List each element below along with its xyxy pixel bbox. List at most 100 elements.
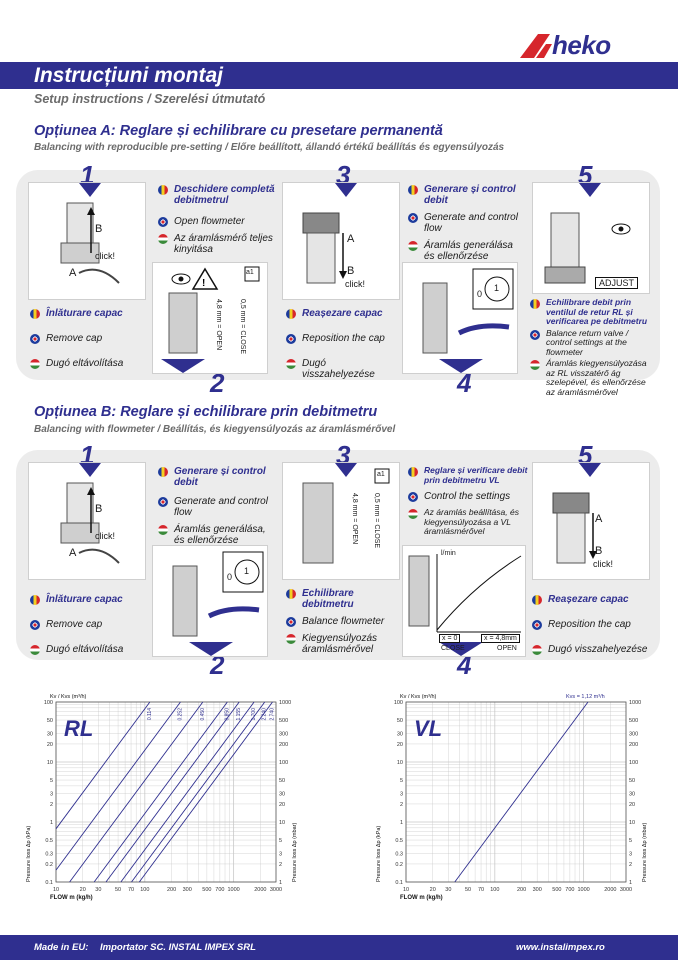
x-tick-label: 10 bbox=[53, 887, 59, 893]
step-3-label-close: 0,5 mm = CLOSE bbox=[373, 493, 380, 549]
step-4-label-1: 1 bbox=[494, 283, 500, 293]
y-right-tick-label: 300 bbox=[279, 731, 288, 737]
y-right-tick-label: 100 bbox=[629, 760, 638, 766]
uk-flag-icon bbox=[30, 620, 40, 630]
svg-text:!: ! bbox=[202, 278, 205, 289]
hungary-flag-icon bbox=[158, 234, 168, 244]
footer-importer: Importator SC. INSTAL IMPEX SRL bbox=[100, 942, 256, 953]
x-tick-label: 200 bbox=[167, 887, 176, 893]
step-4-label-open: OPEN bbox=[497, 645, 517, 652]
step-4-label-0: 0 bbox=[477, 289, 483, 299]
y-right-tick-label: 1 bbox=[629, 880, 632, 886]
option-a-title: Opțiunea A: Reglare și echilibrare cu pr… bbox=[34, 123, 443, 139]
y-right-tick-label: 20 bbox=[629, 802, 635, 808]
step-2-label-open: 4,8 mm = OPEN bbox=[215, 299, 222, 351]
step-3-label-click: click! bbox=[345, 279, 365, 289]
uk-flag-icon bbox=[158, 497, 168, 507]
option-b-step-3-illustration: a1 4,8 mm = OPEN 0,5 mm = CLOSE bbox=[282, 462, 400, 580]
y-right-tick-label: 3 bbox=[279, 851, 282, 857]
option-b-subtitle: Balancing with flowmeter / Beállítás, és… bbox=[34, 424, 396, 435]
y-axis-label-right: Pressure loss Δp (mbar) bbox=[642, 823, 648, 882]
series-label: 2.240 bbox=[262, 708, 268, 721]
chart-top-label: Kv / Kvs (m³/h) bbox=[50, 694, 87, 700]
step-3-label-open: 4,8 mm = OPEN bbox=[351, 493, 358, 545]
series-label: 2.740 bbox=[270, 708, 276, 721]
series-line bbox=[69, 701, 204, 883]
romania-flag-icon bbox=[530, 299, 540, 309]
x-tick-label: 30 bbox=[95, 887, 101, 893]
x-tick-label: 500 bbox=[552, 887, 561, 893]
x-tick-label: 30 bbox=[445, 887, 451, 893]
hungary-flag-icon bbox=[530, 360, 540, 370]
y-tick-label: 20 bbox=[397, 742, 403, 748]
y-tick-label: 0.1 bbox=[45, 880, 53, 886]
footer-bar: Made in EU: Importator SC. INSTAL IMPEX … bbox=[0, 935, 678, 960]
step-1-label-b: B bbox=[95, 223, 103, 235]
chart-title: VL bbox=[414, 716, 442, 741]
x-tick-label: 2000 bbox=[254, 887, 266, 893]
hungary-flag-icon bbox=[408, 241, 418, 251]
option-a-step-1-text: Înlăturare capac Remove cap Dugó eltávol… bbox=[30, 308, 150, 369]
y-tick-label: 0.1 bbox=[395, 880, 403, 886]
option-b-step-5-text: Reașezare capac Reposition the cap Dugó … bbox=[532, 594, 656, 655]
y-right-tick-label: 500 bbox=[629, 718, 638, 724]
step-2-label-a1: a1 bbox=[246, 269, 254, 276]
x-tick-label: 100 bbox=[140, 887, 149, 893]
series-line bbox=[93, 701, 228, 883]
x-tick-label: 500 bbox=[202, 887, 211, 893]
uk-flag-icon bbox=[530, 329, 540, 340]
y-right-tick-label: 50 bbox=[629, 778, 635, 784]
y-right-tick-label: 5 bbox=[629, 838, 632, 844]
y-right-tick-label: 10 bbox=[279, 820, 285, 826]
y-right-tick-label: 30 bbox=[279, 791, 285, 797]
x-tick-label: 2000 bbox=[604, 887, 616, 893]
hungary-flag-icon bbox=[30, 645, 40, 655]
y-right-tick-label: 1000 bbox=[279, 700, 291, 706]
option-a-step-3-illustration: A B click! bbox=[282, 182, 400, 300]
chart-annotation: Kvs = 1,12 m³/h bbox=[566, 694, 605, 700]
x-tick-label: 10 bbox=[403, 887, 409, 893]
step-4-label-x0: x = 0 bbox=[439, 634, 461, 643]
option-b-step-4-text: Reglare și verificare debit prin debitme… bbox=[408, 465, 528, 537]
y-tick-label: 100 bbox=[44, 700, 53, 706]
option-a-step-5-illustration: ADJUST bbox=[532, 182, 650, 294]
option-a-step-2-number: 2 bbox=[210, 368, 225, 398]
hungary-flag-icon bbox=[158, 525, 168, 535]
x-tick-label: 3000 bbox=[270, 887, 282, 893]
x-tick-label: 100 bbox=[490, 887, 499, 893]
romania-flag-icon bbox=[532, 595, 542, 605]
plot-frame bbox=[405, 701, 627, 883]
header-bar bbox=[0, 62, 678, 89]
step-5-label-adjust: ADJUST bbox=[595, 277, 639, 289]
y-tick-label: 1 bbox=[400, 820, 403, 826]
series-label: 1.700 bbox=[251, 708, 257, 721]
hungary-flag-icon bbox=[286, 634, 296, 644]
y-tick-label: 100 bbox=[394, 700, 403, 706]
series-line bbox=[131, 701, 266, 883]
option-a-step-4-number: 4 bbox=[457, 368, 472, 398]
y-right-tick-label: 300 bbox=[629, 731, 638, 737]
y-right-tick-label: 50 bbox=[279, 778, 285, 784]
y-tick-label: 0.3 bbox=[395, 851, 403, 857]
hungary-flag-icon bbox=[532, 645, 542, 655]
romania-flag-icon bbox=[30, 309, 40, 319]
x-tick-label: 300 bbox=[183, 887, 192, 893]
step-5-label-b: B bbox=[595, 545, 603, 557]
page-title: Instrucțiuni montaj bbox=[34, 64, 223, 87]
x-tick-label: 300 bbox=[533, 887, 542, 893]
y-tick-label: 2 bbox=[50, 802, 53, 808]
series-line bbox=[454, 701, 589, 883]
x-tick-label: 20 bbox=[430, 887, 436, 893]
series-label: 0.114 bbox=[147, 708, 153, 720]
option-a-step-5-text: Echilibrare debit prin ventilul de retur… bbox=[530, 297, 656, 397]
step-1-label-b: B bbox=[95, 503, 103, 515]
y-tick-label: 5 bbox=[400, 778, 403, 784]
uk-flag-icon bbox=[286, 334, 296, 344]
option-b-step-1-illustration: B A click! bbox=[28, 462, 146, 580]
step-3-label-a1: a1 bbox=[377, 471, 385, 478]
series-line bbox=[55, 701, 151, 830]
footer-website[interactable]: www.instalimpex.ro bbox=[516, 942, 605, 953]
y-tick-label: 0.3 bbox=[45, 851, 53, 857]
